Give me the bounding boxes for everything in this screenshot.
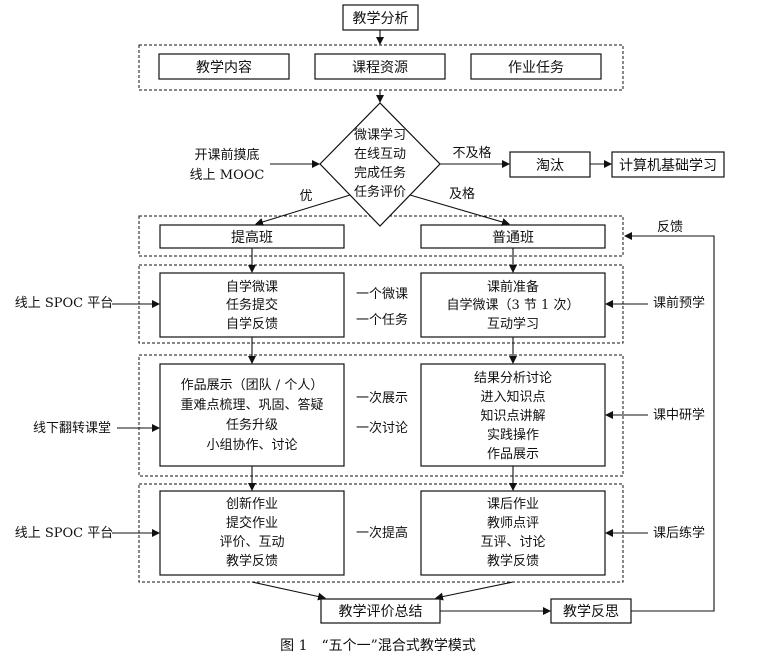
- reg-stage2-line: 实践操作: [487, 427, 539, 443]
- left-spoc-label-1: 线上 SPOC 平台: [15, 296, 114, 311]
- reg-stage3-line: 教学反馈: [487, 553, 539, 569]
- reg-stage3-line: 互评、讨论: [480, 535, 545, 550]
- left-spoc-label-2: 线上 SPOC 平台: [15, 526, 114, 541]
- adv-stage3-line: 评价、互动: [219, 535, 284, 550]
- figure-caption: 图 1 “五个一”混合式教学模式: [280, 638, 476, 654]
- diamond-line: 在线互动: [354, 147, 406, 162]
- right-stage2-label: 课中研学: [653, 407, 705, 423]
- reg-stage3-box: [420, 490, 606, 576]
- diamond-line: 任务评价: [354, 184, 406, 200]
- right-stage1-label: 课前预学: [653, 295, 705, 311]
- content-box: [158, 53, 290, 80]
- left-offline-label: 线下翻转课堂: [33, 421, 111, 436]
- reg-stage3-line: 教师点评: [487, 515, 539, 531]
- fail-label: 不及格: [452, 145, 491, 161]
- resources-label: 课程资源: [352, 60, 408, 76]
- eliminate-box: [509, 151, 591, 178]
- summary-label: 教学评价总结: [339, 604, 423, 620]
- reflection-label: 教学反思: [563, 604, 619, 620]
- arrow-adv-summary: [251, 581, 326, 601]
- adv-stage3-line: 提交作业: [226, 515, 278, 531]
- pass-label: 及格: [449, 186, 475, 202]
- summary-box: [320, 598, 441, 624]
- mid-stage2-line: 一次讨论: [356, 420, 408, 436]
- adv-stage3-line: 创新作业: [226, 496, 278, 512]
- diamond-line: 微课学习: [354, 127, 406, 143]
- adv-stage3-line: 教学反馈: [226, 553, 278, 569]
- excellent-label: 优: [299, 189, 312, 204]
- pre-mooc-line: 开课前摸底: [194, 147, 259, 163]
- advanced-class-label: 提高班: [231, 229, 273, 246]
- adv-stage1-line: 自学反馈: [226, 316, 278, 332]
- adv-stage2-line: 小组协作、讨论: [206, 438, 297, 453]
- pre-mooc-line: 线上 MOOC: [190, 168, 265, 183]
- reg-stage2-line: 结果分析讨论: [474, 371, 552, 386]
- arrow-feedback-loop: [624, 232, 715, 612]
- reg-stage1-line: 自学微课（3 节 1 次）: [447, 297, 580, 313]
- computer-basics-label: 计算机基础学习: [619, 157, 717, 174]
- arrow-diamond-advanced: [255, 194, 351, 226]
- reflection-box: [550, 598, 632, 624]
- reg-stage3-line: 课后作业: [487, 497, 539, 512]
- resources-box: [314, 53, 446, 80]
- arrow-reg-summary: [435, 581, 514, 601]
- mid-stage2-line: 一次展示: [356, 390, 408, 406]
- right-stage3-label: 课后练学: [653, 525, 705, 541]
- arrow-diamond-regular: [409, 194, 510, 226]
- feedback-label: 反馈: [657, 220, 683, 235]
- diamond-line: 完成任务: [354, 165, 406, 181]
- resources-group: [138, 44, 624, 91]
- homework-box: [470, 53, 602, 80]
- mid-stage1-line: 一个任务: [356, 312, 408, 328]
- reg-stage2-line: 知识点讲解: [480, 408, 545, 424]
- adv-stage3-box: [159, 490, 345, 576]
- homework-label: 作业任务: [508, 60, 564, 76]
- reg-stage2-box: [420, 363, 606, 467]
- regular-class-label: 普通班: [492, 230, 534, 246]
- adv-stage2-line: 任务升级: [226, 417, 278, 433]
- reg-stage2-line: 进入知识点: [480, 389, 545, 405]
- reg-stage1-line: 互动学习: [487, 316, 539, 332]
- adv-stage2-line: 重难点梳理、巩固、答疑: [180, 397, 323, 413]
- computer-basics-box: [611, 151, 725, 178]
- adv-stage1-line: 自学微课: [226, 279, 278, 295]
- analysis-label: 教学分析: [353, 11, 409, 27]
- reg-stage1-line: 课前准备: [487, 279, 539, 295]
- reg-stage2-line: 作品展示: [487, 447, 539, 462]
- decision-diamond: [319, 102, 441, 227]
- adv-stage2-line: 作品展示（团队 / 个人）: [181, 378, 324, 393]
- eliminate-label: 淘汰: [536, 158, 564, 174]
- mid-stage3-label: 一次提高: [356, 525, 408, 541]
- mid-stage1-line: 一个微课: [356, 287, 408, 302]
- adv-stage1-line: 任务提交: [226, 297, 278, 313]
- stage2-group: [138, 354, 624, 477]
- adv-stage2-box: [159, 363, 345, 467]
- analysis-box: [342, 4, 419, 31]
- content-label: 教学内容: [196, 59, 252, 76]
- adv-stage1-box: [159, 272, 345, 338]
